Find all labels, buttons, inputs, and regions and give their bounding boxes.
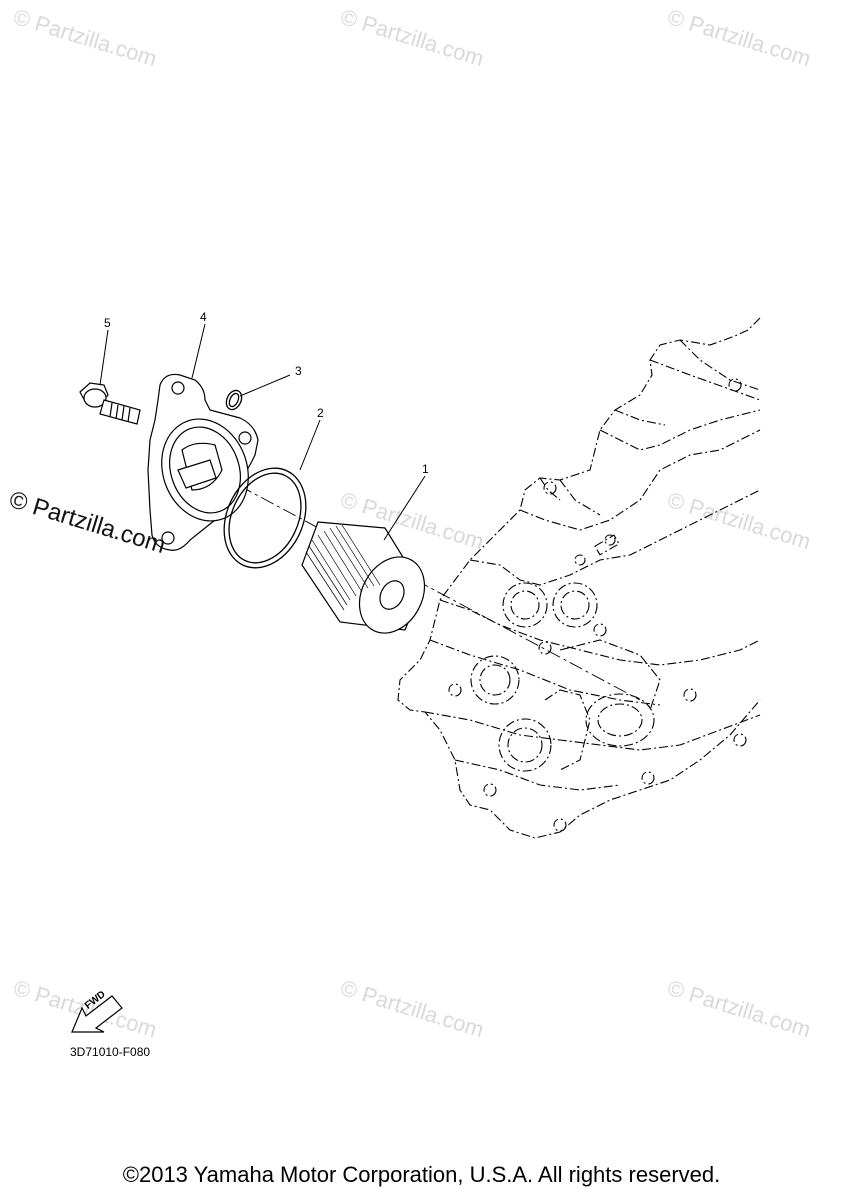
leader-lines (99, 323, 426, 541)
oil-filter-part (301, 521, 426, 634)
callout-2: 2 (317, 406, 324, 420)
crankcase-outline (397, 317, 761, 839)
copyright-notice: ©2013 Yamaha Motor Corporation, U.S.A. A… (122, 1162, 721, 1187)
bolt-part (79, 382, 141, 425)
callout-4: 4 (200, 310, 207, 324)
small-o-ring-part (225, 389, 243, 411)
callout-5: 5 (104, 316, 111, 330)
reference-code: 3D71010-F080 (70, 1045, 151, 1059)
fwd-arrow-icon (71, 995, 123, 1033)
callout-1: 1 (422, 462, 429, 476)
callout-3: 3 (295, 364, 302, 378)
large-o-ring-part (223, 467, 307, 569)
filter-cover-part (147, 373, 259, 551)
